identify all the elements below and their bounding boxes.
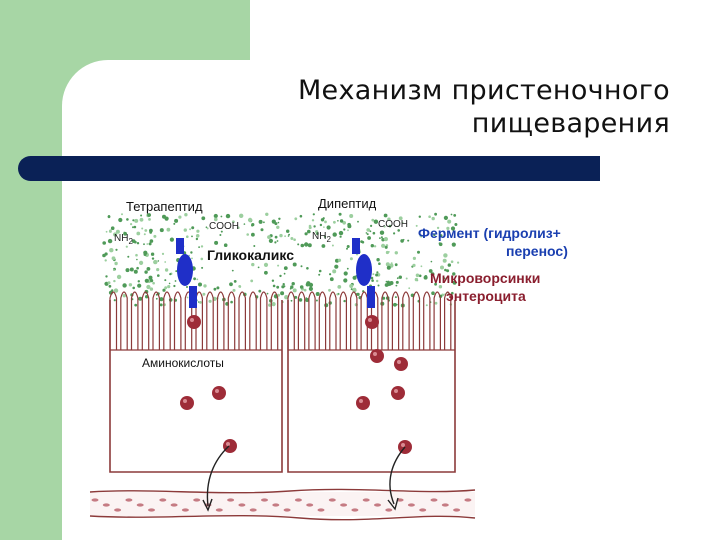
amino-acid-icon [187, 315, 201, 329]
amino-acids-label: Аминокислоты [142, 356, 224, 370]
enzyme-label-line1: Фермент (гидролиз+ [418, 225, 561, 241]
enzyme-icon [176, 238, 197, 308]
nh2-label-right: NH2 [312, 231, 331, 244]
microvilli-label-line1: Микроворсинки [430, 270, 540, 286]
tetrapeptide-label: Тетрапептид [126, 199, 203, 214]
nh2-label-left: NH2 [114, 233, 133, 246]
amino-acid-icon [391, 386, 405, 400]
microvilli-label-line2: энтероцита [446, 288, 526, 304]
cooh-label-left: COOH [209, 221, 239, 232]
glycocalyx-label: Гликокаликс [207, 247, 294, 263]
amino-acid-icon [212, 386, 226, 400]
enzyme-icon [352, 238, 375, 308]
cooh-label-right: COOH [378, 219, 408, 230]
amino-acid-icon [365, 315, 379, 329]
amino-acid-icon [180, 396, 194, 410]
amino-acid-icon [394, 357, 408, 371]
capillary-band [90, 489, 475, 519]
enzyme-label-line2: перенос) [506, 243, 568, 259]
amino-acid-icon [370, 349, 384, 363]
amino-acid-icon [356, 396, 370, 410]
dipeptide-label: Дипептид [318, 196, 377, 211]
